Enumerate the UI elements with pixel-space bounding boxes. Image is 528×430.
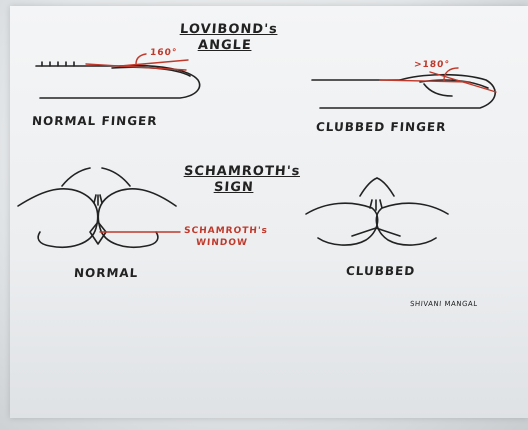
schamroth-title-line2: SIGN	[213, 180, 254, 195]
window-label-line2: WINDOW	[196, 238, 249, 248]
schamroth-normal-drawing	[18, 168, 176, 247]
normal-angle-value: 160°	[150, 48, 178, 58]
normal-finger-drawing	[36, 62, 200, 98]
schamroth-title-line1: SCHAMROTH's	[183, 164, 300, 179]
clubbed-finger-label: CLUBBED FINGER	[316, 120, 447, 134]
lovibond-title-line1: LOVIBOND's	[179, 22, 278, 37]
clubbed-finger-drawing	[312, 75, 495, 108]
clubbed-angle-value: >180°	[414, 60, 451, 70]
schamroth-clubbed-drawing	[306, 178, 448, 245]
author-signature: SHIVANI MANGAL	[410, 300, 478, 308]
schamroth-clubbed-label: CLUBBED	[346, 264, 416, 278]
normal-finger-label: NORMAL FINGER	[32, 114, 159, 128]
window-label-line1: SCHAMROTH's	[184, 226, 269, 236]
lovibond-title-line2: ANGLE	[197, 38, 252, 53]
schamroth-normal-label: NORMAL	[74, 266, 139, 280]
